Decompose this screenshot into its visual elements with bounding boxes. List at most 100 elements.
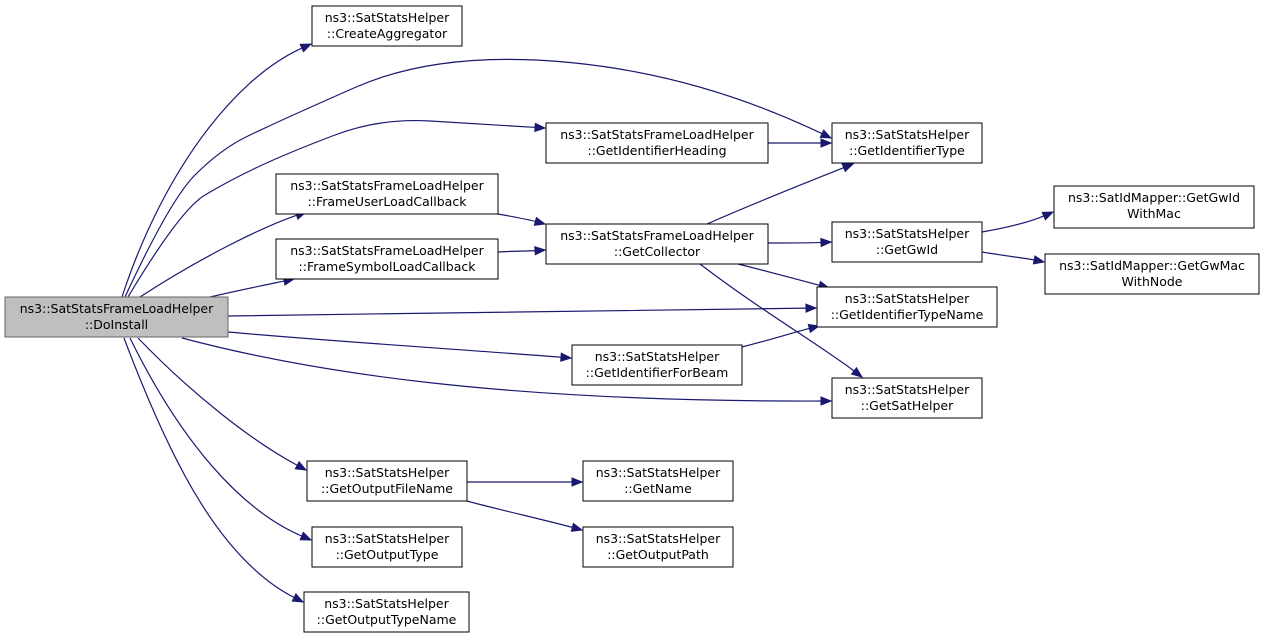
node-getidentifierheading[interactable]: ns3::SatStatsFrameLoadHelper::GetIdentif…: [545, 122, 769, 164]
edge-getidentifierforbeam-to-getidentifiertypename: [741, 323, 821, 348]
node-box: [582, 526, 734, 568]
edge-line: [767, 241, 823, 244]
node-box: [4, 296, 229, 338]
edge-doinstall-to-getsathelper: [181, 337, 833, 406]
node-box: [582, 460, 734, 502]
node-label-line1: ns3::SatStatsHelper: [596, 531, 721, 546]
edge-doinstall-to-getidentifiertype: [124, 58, 833, 298]
edge-getcollector-to-getidentifiertype: [706, 163, 855, 225]
edge-arrowhead: [807, 323, 821, 334]
edge-doinstall-to-framesymbolloadcallback: [209, 276, 296, 298]
node-getsathelper[interactable]: ns3::SatStatsHelper::GetSatHelper: [831, 377, 983, 419]
node-getname[interactable]: ns3::SatStatsHelper::GetName: [582, 460, 734, 502]
node-box: [306, 460, 468, 502]
node-getoutputpath[interactable]: ns3::SatStatsHelper::GetOutputPath: [582, 526, 734, 568]
node-getgwid[interactable]: ns3::SatStatsHelper::GetGwId: [831, 221, 983, 263]
edge-getgwid-to-getgwidwithmac: [981, 211, 1055, 233]
node-getoutputfilename[interactable]: ns3::SatStatsHelper::GetOutputFileName: [306, 460, 468, 502]
edge-arrowhead: [294, 460, 308, 471]
edge-line: [497, 213, 537, 223]
edge-line: [127, 120, 537, 298]
node-label-line2: ::CreateAggregator: [327, 26, 448, 41]
node-box: [545, 223, 769, 265]
node-label-line2: ::DoInstall: [85, 317, 148, 332]
edge-doinstall-to-getoutputtypename: [123, 337, 305, 603]
edge-arrowhead: [820, 138, 833, 148]
node-box: [831, 377, 983, 419]
edge-line: [497, 250, 537, 253]
edge-line: [706, 166, 845, 225]
edge-frameuserloadcallback-to-getcollector: [497, 213, 547, 226]
edge-line: [121, 47, 304, 298]
call-graph-edges: [121, 43, 1055, 603]
edge-arrowhead: [560, 352, 573, 362]
node-frameuserloadcallback[interactable]: ns3::SatStatsFrameLoadHelper::FrameUserL…: [275, 173, 499, 215]
edge-doinstall-to-getidentifierforbeam: [227, 331, 573, 362]
edge-doinstall-to-getoutputfilename: [137, 337, 308, 471]
node-label-line2: ::GetOutputPath: [607, 547, 709, 562]
edge-line: [129, 337, 303, 538]
edge-line: [227, 331, 563, 358]
edge-doinstall-to-createaggregator: [121, 43, 313, 298]
node-label-line1: ns3::SatStatsHelper: [325, 465, 450, 480]
edge-line: [737, 263, 821, 287]
node-box: [1053, 185, 1255, 229]
edge-getcollector-to-getgwid: [767, 237, 833, 248]
node-getidentifiertype[interactable]: ns3::SatStatsHelper::GetIdentifierType: [831, 122, 983, 164]
edge-getgwid-to-getgwmacwithnode: [981, 251, 1046, 265]
edge-arrowhead: [570, 522, 584, 532]
edge-arrowhead: [841, 163, 855, 173]
node-label-line2: ::GetOutputType: [336, 547, 439, 562]
node-framesymbolloadcallback[interactable]: ns3::SatStatsFrameLoadHelper::FrameSymbo…: [275, 238, 499, 280]
node-createaggregator[interactable]: ns3::SatStatsHelper::CreateAggregator: [311, 5, 463, 47]
node-label-line2: ::GetIdentifierType: [849, 143, 965, 158]
edge-arrowhead: [291, 593, 305, 603]
edge-doinstall-to-getidentifierheading: [127, 120, 547, 298]
edge-arrowhead: [1041, 211, 1055, 221]
node-label-line1: ns3::SatStatsHelper: [324, 596, 449, 611]
edge-line: [741, 327, 811, 348]
node-label-line2: ::GetCollector: [614, 244, 701, 259]
edge-getidentifierheading-to-getidentifiertype: [767, 138, 833, 148]
node-box: [831, 122, 983, 164]
edge-getoutputfilename-to-getname: [467, 477, 584, 487]
node-box: [275, 173, 499, 215]
edge-line: [227, 307, 808, 317]
edge-line: [139, 214, 298, 298]
node-label-line2: ::GetOutputFileName: [321, 481, 453, 496]
node-box: [303, 591, 470, 633]
edge-arrowhead: [299, 531, 313, 541]
edge-getoutputfilename-to-getoutputpath: [466, 500, 584, 532]
node-label-line1: ns3::SatStatsHelper: [595, 349, 720, 364]
edge-line: [209, 280, 286, 298]
edge-arrowhead: [533, 216, 547, 226]
node-getidentifiertypename[interactable]: ns3::SatStatsHelper::GetIdentifierTypeNa…: [816, 286, 998, 328]
node-label-line1: ns3::SatStatsHelper: [845, 127, 970, 142]
node-label-line1: ns3::SatStatsFrameLoadHelper: [560, 228, 754, 243]
node-label-line1: ns3::SatStatsHelper: [325, 10, 450, 25]
node-getoutputtype[interactable]: ns3::SatStatsHelper::GetOutputType: [311, 526, 463, 568]
node-label-line2: WithMac: [1127, 206, 1181, 221]
node-box: [311, 526, 463, 568]
node-getidentifierforbeam[interactable]: ns3::SatStatsHelper::GetIdentifierForBea…: [571, 344, 743, 386]
node-label-line2: ::GetIdentifierHeading: [587, 143, 726, 158]
node-label-line1: ns3::SatStatsFrameLoadHelper: [560, 127, 754, 142]
node-label-line1: ns3::SatStatsHelper: [845, 382, 970, 397]
node-getcollector[interactable]: ns3::SatStatsFrameLoadHelper::GetCollect…: [545, 223, 769, 265]
node-label-line2: ::GetIdentifierForBeam: [586, 365, 729, 380]
node-label-line1: ns3::SatStatsFrameLoadHelper: [290, 243, 484, 258]
edge-arrowhead: [571, 477, 584, 487]
node-label-line1: ns3::SatIdMapper::GetGwMac: [1059, 258, 1245, 273]
node-getoutputtypename[interactable]: ns3::SatStatsHelper::GetOutputTypeName: [303, 591, 470, 633]
node-doinstall: ns3::SatStatsFrameLoadHelper::DoInstall: [4, 296, 229, 338]
node-box: [831, 221, 983, 263]
edge-getcollector-to-getsathelper: [699, 263, 864, 378]
node-label-line1: ns3::SatIdMapper::GetGwId: [1068, 190, 1240, 205]
edge-line: [466, 500, 574, 529]
edge-arrowhead: [534, 122, 547, 133]
edge-line: [181, 337, 823, 402]
node-label-line2: ::GetGwId: [876, 242, 938, 257]
